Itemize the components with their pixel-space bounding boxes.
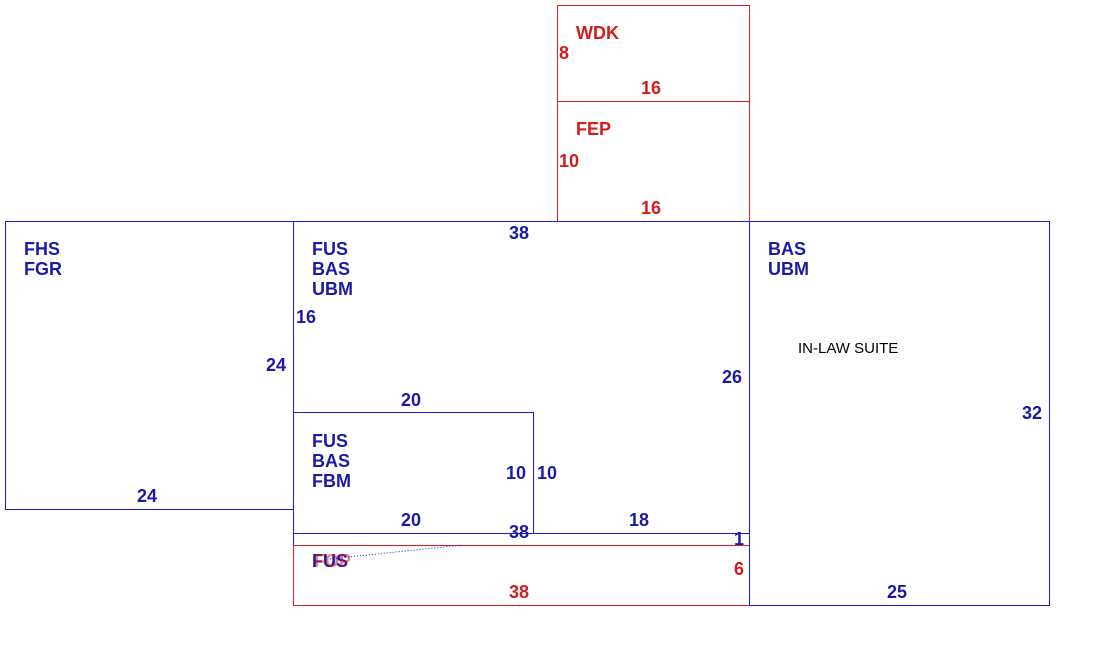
main-right-dim: 26 [722,367,743,387]
garage-side-dim: 24 [266,355,287,375]
fep-side-dim: 10 [559,151,580,171]
main-top-dim: 38 [509,223,530,243]
inlaw-note: IN-LAW SUITE [798,340,899,357]
inlaw-side-dim: 32 [1022,403,1043,423]
inlaw-code-1: BAS [768,239,807,259]
basement-fin-code-2: BAS [312,451,351,471]
wdk-bottom-dim: 16 [641,78,662,98]
porch-overlap-code: FOP [314,551,352,571]
basement-fin-bottom-dim: 20 [401,510,422,530]
garage-code-2: FGR [24,259,62,279]
fep-bottom-dim: 16 [641,198,662,218]
strip-top-dim: 38 [509,522,530,542]
garage-bottom-dim: 24 [137,486,158,506]
basement-fin-code-3: FBM [312,471,351,491]
inlaw-area [749,221,1050,606]
garage-code-1: FHS [24,239,60,259]
porch-side-dim: 6 [734,559,745,579]
basement-fin-inner-dim: 10 [506,463,527,483]
fep-code: FEP [576,119,612,139]
strip-side-dim: 1 [734,529,745,549]
basement-fin-outer-dim: 10 [537,463,558,483]
leader-line [329,544,463,560]
inlaw-code-2: UBM [768,259,809,279]
wdk-code: WDK [576,23,619,43]
main-left-dim: 16 [296,307,317,327]
porch-code: FUS [312,551,348,571]
porch-bottom-dim: 38 [509,582,530,602]
main-code-1: FUS [312,239,348,259]
main-bottom-right-dim: 18 [629,510,650,530]
main-inner-top-dim: 20 [401,390,422,410]
main-code-3: UBM [312,279,353,299]
wdk-side-dim: 8 [559,43,570,63]
basement-fin-code-1: FUS [312,431,348,451]
main-code-2: BAS [312,259,351,279]
inlaw-bottom-dim: 25 [887,582,908,602]
